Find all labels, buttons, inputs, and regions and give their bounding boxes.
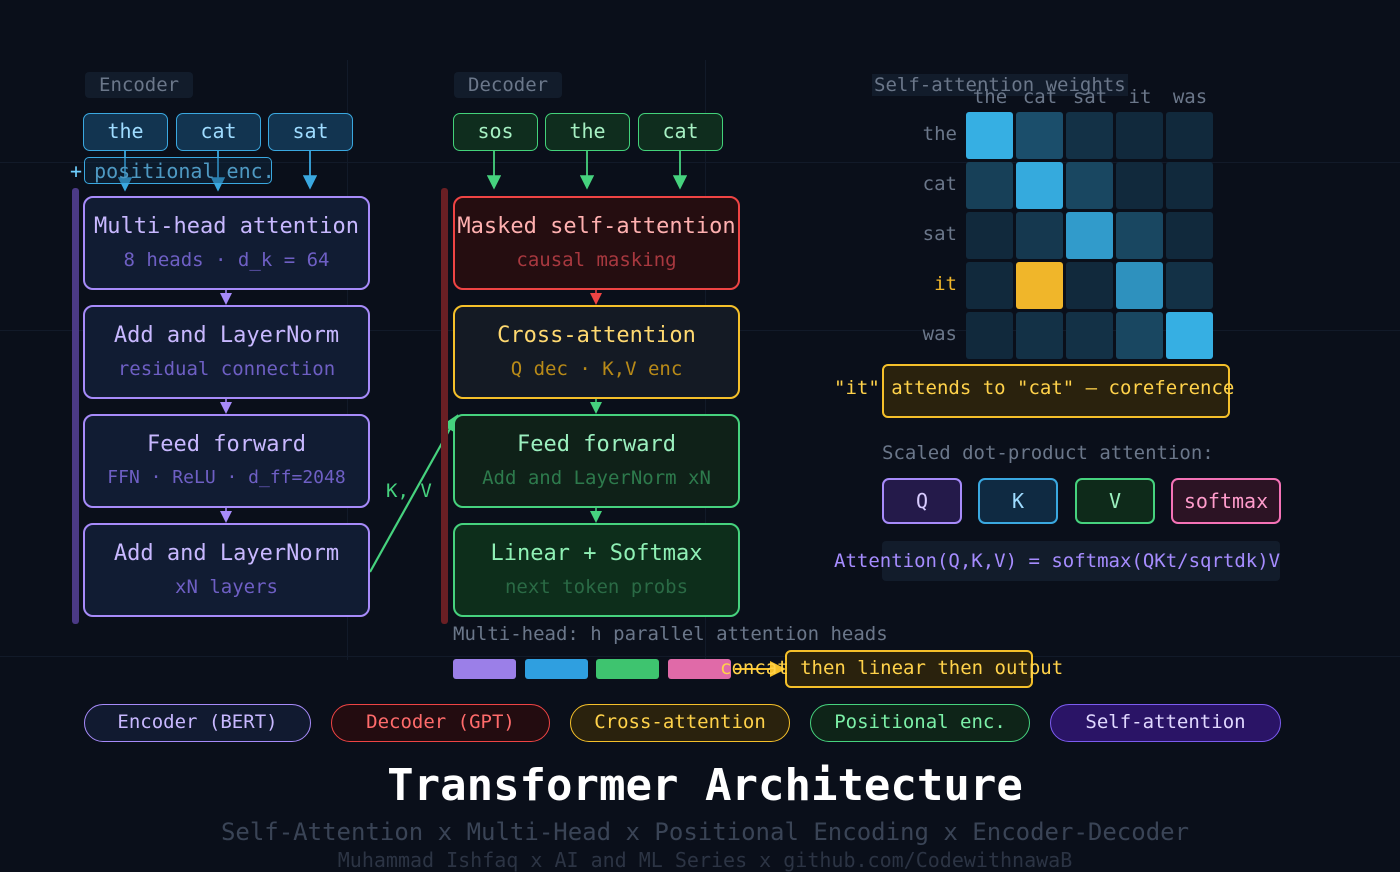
- attention-cell: [1016, 112, 1063, 159]
- attention-cell: [1116, 312, 1163, 359]
- kv-label: K, V: [386, 480, 432, 502]
- block-subtitle: 8 heads · d_k = 64: [123, 249, 330, 271]
- linear-softmax-block: Linear + Softmax next token probs: [453, 523, 740, 617]
- encoder-label: Encoder: [85, 72, 194, 98]
- add-layernorm-block: Add and LayerNorm residual connection: [83, 305, 370, 399]
- block-title: Add and LayerNorm: [113, 323, 340, 348]
- attention-cell: [1066, 112, 1113, 159]
- legend-self-attention: Self-attention: [1050, 704, 1281, 742]
- multi-head-attention-block: Multi-head attention 8 heads · d_k = 64: [83, 196, 370, 290]
- block-title: Multi-head attention: [94, 214, 359, 239]
- attention-cell: [966, 212, 1013, 259]
- attention-cell: [1066, 212, 1113, 259]
- coreference-callout-box: [882, 364, 1230, 418]
- decoder-token: the: [545, 113, 630, 151]
- attention-cell: [1166, 312, 1213, 359]
- attention-cell: [1066, 162, 1113, 209]
- attention-cell: [1116, 262, 1163, 309]
- block-subtitle: Q dec · K,V enc: [510, 358, 683, 380]
- attention-cell: [966, 262, 1013, 309]
- legend-positional: Positional enc.: [810, 704, 1030, 742]
- positional-encoding-label: + positional enc.: [70, 159, 275, 183]
- legend-encoder: Encoder (BERT): [84, 704, 311, 742]
- decoder-token: cat: [638, 113, 723, 151]
- decoder-token: sos: [453, 113, 538, 151]
- attention-cell: [1016, 312, 1063, 359]
- block-subtitle: causal masking: [516, 249, 677, 271]
- attention-cell: [1166, 162, 1213, 209]
- page-title: Transformer Architecture: [387, 760, 1023, 811]
- block-title: Feed forward: [517, 432, 676, 457]
- attention-formula: Attention(Q,K,V) = softmax(QKt/sqrtdk)V: [834, 550, 1281, 572]
- block-subtitle: next token probs: [504, 576, 689, 598]
- attention-row-label: the: [922, 123, 957, 145]
- attention-head-bar: [667, 659, 731, 679]
- value-box: V: [1075, 478, 1155, 524]
- attention-cell: [1166, 212, 1213, 259]
- add-layernorm-block: Add and LayerNorm xN layers: [83, 523, 370, 617]
- encoder-token: sat: [268, 113, 353, 151]
- softmax-box: softmax: [1171, 478, 1281, 524]
- attention-column-label: was: [1172, 86, 1208, 108]
- attention-cell: [966, 112, 1013, 159]
- attention-row-label: was: [922, 323, 957, 345]
- attention-column-label: sat: [1072, 86, 1108, 108]
- positional-encoding-frame: [84, 157, 272, 184]
- attention-cell: [1116, 212, 1163, 259]
- page-subtitle: Self-Attention x Multi-Head x Positional…: [220, 818, 1190, 846]
- attention-cell: [1016, 262, 1063, 309]
- decoder-feed-forward-block: Feed forward Add and LayerNorm xN: [453, 414, 740, 508]
- decoder-label: Decoder: [454, 72, 563, 98]
- multihead-output-box: [785, 650, 1033, 688]
- key-box: K: [978, 478, 1058, 524]
- attention-column-label: cat: [1022, 86, 1058, 108]
- legend-cross-attention: Cross-attention: [570, 704, 790, 742]
- attention-row-label: sat: [922, 223, 957, 245]
- attention-cell: [966, 162, 1013, 209]
- attention-cell: [1016, 212, 1063, 259]
- cross-attention-block: Cross-attention Q dec · K,V enc: [453, 305, 740, 399]
- multihead-output-label: concat then linear then output: [720, 657, 1064, 679]
- attention-cell: [1016, 162, 1063, 209]
- attention-cell: [1116, 112, 1163, 159]
- attention-column-label: it: [1128, 86, 1152, 108]
- encoder-side-bar: [72, 188, 79, 624]
- attention-head-bar: [524, 659, 588, 679]
- decoder-side-bar: [441, 188, 448, 624]
- attention-cell: [1066, 262, 1113, 309]
- attention-head-bar: [596, 659, 659, 679]
- credit-line: Muhammad Ishfaq x AI and ML Series x git…: [337, 848, 1073, 872]
- block-title: Masked self-attention: [457, 214, 736, 239]
- block-subtitle: Add and LayerNorm xN: [482, 467, 711, 489]
- attention-cell: [1066, 312, 1113, 359]
- feed-forward-block: Feed forward FFN · ReLU · d_ff=2048: [83, 414, 370, 508]
- scaled-attention-label: Scaled dot-product attention:: [882, 442, 1214, 464]
- block-title: Cross-attention: [497, 323, 696, 348]
- attention-cell: [1116, 162, 1163, 209]
- block-title: Add and LayerNorm: [113, 541, 340, 566]
- encoder-token: the: [83, 113, 168, 151]
- attention-cell: [1166, 112, 1213, 159]
- attention-column-label: the: [972, 86, 1008, 108]
- attention-row-label: it: [934, 273, 957, 295]
- attention-map-title: Self-attention weights: [872, 74, 1128, 96]
- block-subtitle: residual connection: [117, 358, 336, 380]
- block-subtitle: FFN · ReLU · d_ff=2048: [107, 467, 346, 488]
- attention-cell: [1166, 262, 1213, 309]
- attention-head-bar: [453, 659, 516, 679]
- query-box: Q: [882, 478, 962, 524]
- encoder-token: cat: [176, 113, 261, 151]
- multihead-label: Multi-head: h parallel attention heads: [453, 623, 888, 645]
- block-title: Feed forward: [147, 432, 306, 457]
- attention-cell: [966, 312, 1013, 359]
- block-title: Linear + Softmax: [490, 541, 703, 566]
- block-subtitle: xN layers: [175, 576, 278, 598]
- masked-self-attention-block: Masked self-attention causal masking: [453, 196, 740, 290]
- legend-decoder: Decoder (GPT): [331, 704, 550, 742]
- attention-row-label: cat: [922, 173, 957, 195]
- formula-box: [882, 541, 1280, 581]
- coreference-callout: "it" attends to "cat" — coreference: [834, 377, 1235, 399]
